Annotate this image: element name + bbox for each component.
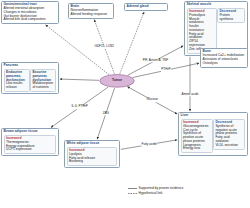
edge-label: Glucose xyxy=(146,99,158,102)
node-text: Fatty acid oxidation xyxy=(215,136,242,144)
change-column: IncreasedGluconeogenesisCori cycleSynthe… xyxy=(181,119,213,154)
connector-arrow xyxy=(133,63,200,77)
legend-row: Supported by proven evidence xyxy=(128,187,183,191)
tumor-outline xyxy=(100,75,135,88)
legend-line xyxy=(128,188,137,189)
change-column: IncreasedProteolysisMuscle weaknessInsul… xyxy=(187,8,217,54)
node-text: Energy loss xyxy=(183,147,210,151)
organ-box: BoneIncreased Ca2+ mobilizationActivatio… xyxy=(200,48,248,68)
edge-label: IL-6, PTHrP xyxy=(71,106,88,109)
change-column: IncreasedThermogenesisEnergy expenditure… xyxy=(4,135,56,155)
node-text: ZIP14 expression xyxy=(189,40,214,48)
organ-box: Gastrointestinal tractAltered intestinal… xyxy=(1,1,59,24)
organ-box: Brown adipose tissueIncreasedThermogenes… xyxy=(1,128,59,156)
node-heading: Endocrine pancreas dysfunction xyxy=(6,71,27,82)
node-text: VLDL secretion xyxy=(215,144,242,148)
edge-label: ZAG xyxy=(102,112,109,115)
connector-arrow xyxy=(51,87,109,128)
node-heading: Skeletal muscle xyxy=(187,3,246,7)
node-text: Protein synthesis xyxy=(219,14,242,22)
legend-sample xyxy=(128,192,137,195)
organ-box: Adrenal gland xyxy=(124,3,168,11)
organ-box: BrainNeuroinflammationAltered feeding re… xyxy=(68,3,114,19)
legend-text: Hypothetical link xyxy=(139,192,163,196)
dysfunction-box: Endocrine pancreas dysfunctionLow insuli… xyxy=(4,69,30,92)
edge-label: GDF15, LCN2 xyxy=(94,45,114,48)
dysfunction-box: Exocrine pancreas dysfunctionMalabsorpti… xyxy=(30,69,56,92)
node-heading: White adipose tissue xyxy=(67,142,118,146)
node-text: Insulin resistance xyxy=(189,25,214,33)
connector-arrow xyxy=(94,19,114,73)
tumor-ellipse: Tumor xyxy=(99,74,135,88)
legend-row: Hypothetical link xyxy=(128,192,183,196)
organ-box: PancreasEndocrine pancreas dysfunctionLo… xyxy=(1,62,59,94)
organ-box: White adipose tissueIncreasedLipolysisFa… xyxy=(64,140,120,168)
connector-arrow xyxy=(97,88,114,139)
connector-arrow xyxy=(121,140,177,150)
node-heading: Tumor xyxy=(99,79,135,83)
change-column: DecreasedSynthesis of negative acute pha… xyxy=(213,119,245,150)
edge-label: Amino acids xyxy=(181,93,199,96)
connector-arrow xyxy=(60,79,99,80)
legend-text: Supported by proven evidence xyxy=(139,187,184,191)
node-heading: Brown adipose tissue xyxy=(4,130,57,134)
node-text: Altered bile acid composition xyxy=(4,18,57,22)
connector-arrow xyxy=(120,12,144,74)
edge-label: PTHrP xyxy=(161,69,171,72)
node-heading: Exocrine pancreas dysfunction xyxy=(32,71,53,82)
change-column: IncreasedLipolysisFatty acid releaseBrow… xyxy=(67,147,117,167)
connector-arrow xyxy=(190,57,191,111)
node-text: Altered feeding response xyxy=(71,13,112,17)
node-text: Synthesis of negative acute phase protei… xyxy=(215,125,242,136)
node-heading: Pancreas xyxy=(4,64,57,68)
organ-box: LiverIncreasedGluconeogenesisCori cycleS… xyxy=(178,112,248,156)
node-heading: Adrenal gland xyxy=(127,5,166,9)
edge-label: PIF, Activin A, TNF xyxy=(142,59,168,62)
node-text: Muscle weakness xyxy=(189,18,214,26)
node-text: Fatty acid oxidation xyxy=(189,33,214,41)
node-text: Osteolysis xyxy=(203,62,246,66)
node-text: Browning xyxy=(69,160,114,164)
legend-line xyxy=(128,193,137,194)
legend: Supported by proven evidenceHypothetical… xyxy=(128,187,183,197)
connector-arrow xyxy=(128,46,184,76)
node-heading: Liver xyxy=(181,114,246,118)
connector-arrow xyxy=(127,87,177,115)
node-text: Malabsorption of nutrients xyxy=(32,82,53,90)
change-column: DecreasedProtein synthesis xyxy=(217,8,245,24)
edge-label: Fatty acids xyxy=(141,143,157,146)
node-text: Synthesis of positive acute phase protei… xyxy=(183,132,210,143)
legend-sample xyxy=(128,187,137,190)
node-text: UCP1 expression xyxy=(6,148,53,152)
node-text: Low insulin release xyxy=(6,82,27,90)
